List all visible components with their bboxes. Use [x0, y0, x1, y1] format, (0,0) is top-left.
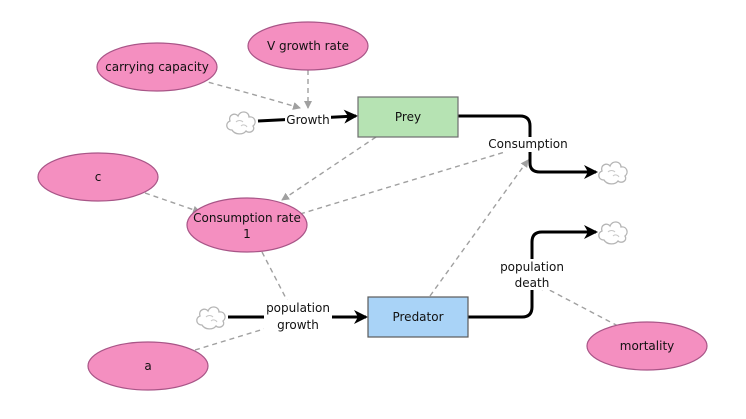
variable-mortality-label: mortality: [620, 339, 675, 353]
flow-growth[interactable]: Growth: [285, 112, 331, 127]
flow-population-growth[interactable]: population growth: [264, 300, 332, 332]
flow-consumption-label: Consumption: [488, 137, 567, 151]
sink-cloud-icon: [598, 161, 628, 185]
variable-consumption-rate-label-line2: 1: [243, 227, 251, 241]
flow-population-growth-label-line1: population: [266, 301, 330, 315]
link-prey-to-consumption-rate[interactable]: [281, 136, 377, 201]
variable-carrying-capacity[interactable]: carrying capacity: [96, 42, 218, 92]
source-cloud-icon: [226, 111, 256, 135]
flow-population-death-label-line1: population: [500, 260, 564, 274]
flow-growth-label: Growth: [286, 113, 329, 127]
variable-c[interactable]: c: [37, 152, 159, 202]
flow-consumption[interactable]: Consumption: [486, 137, 570, 152]
source-cloud-icon: [196, 306, 226, 330]
flow-population-death[interactable]: population death: [498, 259, 566, 290]
link-carrying-capacity-to-growth[interactable]: [199, 79, 301, 110]
link-mortality-to-population-death[interactable]: [537, 283, 619, 327]
link-consumption-rate-to-consumption[interactable]: [299, 143, 529, 215]
variable-v-growth-rate[interactable]: V growth rate: [247, 21, 369, 71]
variable-a[interactable]: a: [87, 341, 209, 391]
variable-a-label: a: [144, 359, 151, 373]
variable-c-label: c: [95, 170, 102, 184]
variable-consumption-rate-label-line1: Consumption rate: [193, 211, 301, 225]
sink-cloud-icon: [598, 221, 628, 245]
variable-consumption-rate[interactable]: Consumption rate 1: [186, 197, 308, 253]
stock-prey-label: Prey: [395, 110, 421, 124]
stock-predator[interactable]: Predator: [367, 296, 469, 338]
variable-carrying-capacity-label: carrying capacity: [105, 60, 209, 74]
stock-prey[interactable]: Prey: [357, 96, 459, 138]
flow-population-growth-label-line2: growth: [277, 318, 319, 332]
link-predator-to-consumption[interactable]: [429, 159, 529, 297]
variable-v-growth-rate-label: V growth rate: [267, 39, 349, 53]
stock-predator-label: Predator: [392, 310, 443, 324]
variable-mortality[interactable]: mortality: [586, 321, 708, 371]
link-c-to-consumption-rate[interactable]: [144, 192, 201, 214]
flow-population-death-label-line2: death: [515, 276, 550, 290]
